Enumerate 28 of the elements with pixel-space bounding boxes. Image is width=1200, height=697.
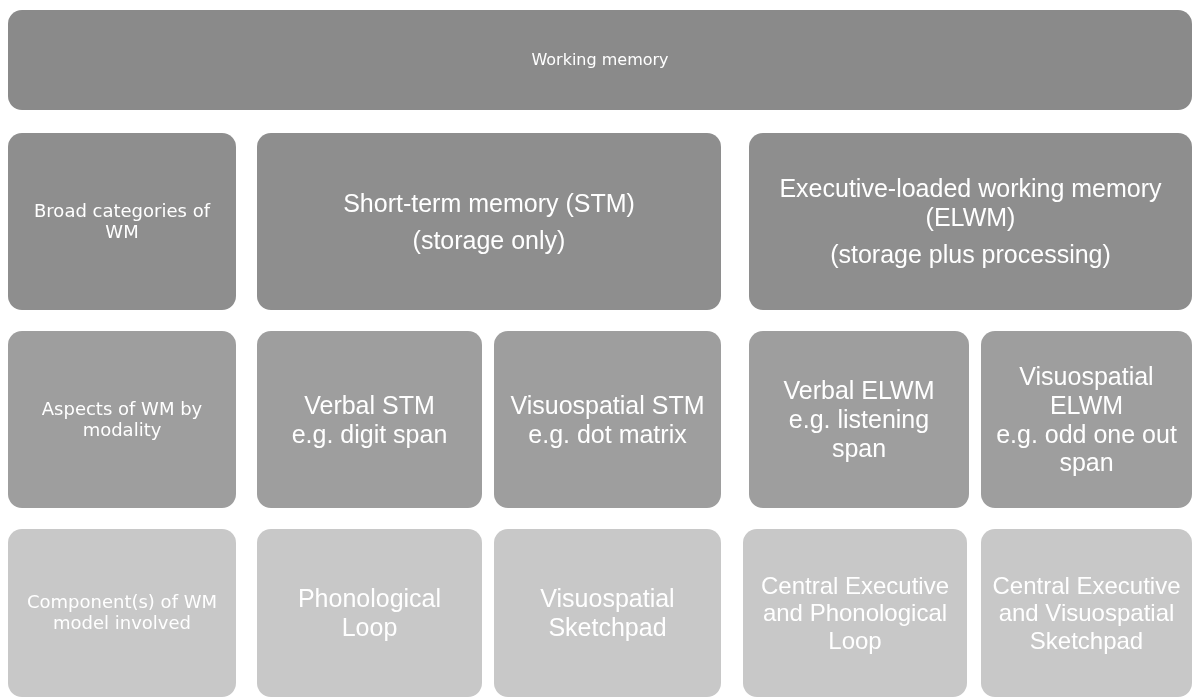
category-box — [8, 133, 236, 310]
category-box — [749, 133, 1192, 310]
category-box — [981, 529, 1192, 697]
box-subtext: e.g. dot matrix — [528, 419, 687, 449]
box-subtext: e.g. odd one out span — [995, 419, 1178, 477]
box-subtext: e.g. listening span — [787, 405, 931, 463]
box-heading: Visuospatial STM — [510, 390, 705, 420]
category-box — [8, 331, 236, 508]
category-box — [257, 331, 482, 508]
category-box — [494, 529, 721, 697]
box-heading: Short-term memory (STM) — [343, 188, 635, 218]
box-heading: Aspects of WM by modality — [40, 398, 204, 441]
category-box — [494, 331, 721, 508]
category-box — [257, 133, 721, 310]
box-subtext: (storage plus processing) — [830, 239, 1111, 269]
category-box — [749, 331, 969, 508]
box-subtext: (storage only) — [412, 225, 566, 255]
category-box — [743, 529, 967, 697]
box-subtext: e.g. digit span — [291, 419, 448, 449]
box-heading: Working memory — [531, 50, 669, 70]
category-box — [981, 331, 1192, 508]
category-box — [8, 10, 1192, 110]
category-box — [257, 529, 482, 697]
box-heading: Broad categories of WM — [33, 200, 212, 243]
box-heading: Executive-loaded working memory (ELWM) — [778, 174, 1163, 232]
category-box — [8, 529, 236, 697]
box-heading: Verbal STM — [304, 390, 435, 420]
box-heading: Verbal ELWM — [783, 376, 935, 406]
